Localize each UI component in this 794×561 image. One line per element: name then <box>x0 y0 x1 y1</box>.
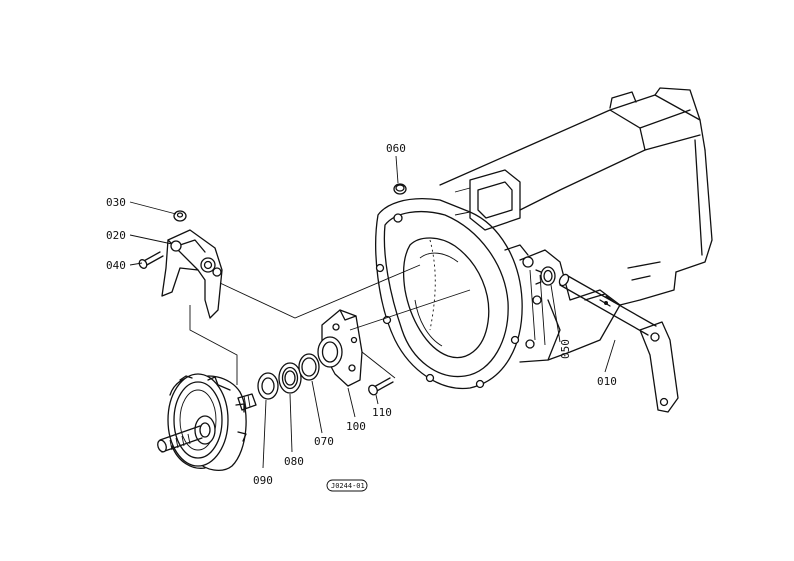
bearing-080 <box>278 362 302 394</box>
label-010: 010 <box>597 375 617 388</box>
reference-code-text: J0244-01 <box>331 482 365 490</box>
washer-090 <box>257 372 279 400</box>
label-110: 110 <box>372 406 392 419</box>
bolt-040 <box>138 251 164 269</box>
label-030: 030 <box>106 196 126 209</box>
leader-lines <box>129 155 616 469</box>
oil-seal-050 <box>535 266 556 286</box>
plug-060 <box>393 183 407 195</box>
label-080: 080 <box>284 455 304 468</box>
clutch-drum <box>157 373 257 472</box>
ring-070 <box>298 353 320 381</box>
bolt-110 <box>368 377 394 396</box>
part-labels: 030 020 040 060 050 010 090 080 070 100 … <box>106 142 617 487</box>
bearing-holder-100 <box>317 309 363 387</box>
label-060: 060 <box>386 142 406 155</box>
shift-shaft-010 <box>558 273 679 413</box>
reference-code: J0244-01 <box>326 479 368 492</box>
label-100: 100 <box>346 420 366 433</box>
label-050: 050 <box>559 339 572 359</box>
nut-030 <box>173 210 187 222</box>
label-040: 040 <box>106 259 126 272</box>
shift-fork-020 <box>161 229 223 319</box>
label-090: 090 <box>253 474 273 487</box>
label-070: 070 <box>314 435 334 448</box>
transmission-housing <box>375 87 713 390</box>
label-020: 020 <box>106 229 126 242</box>
